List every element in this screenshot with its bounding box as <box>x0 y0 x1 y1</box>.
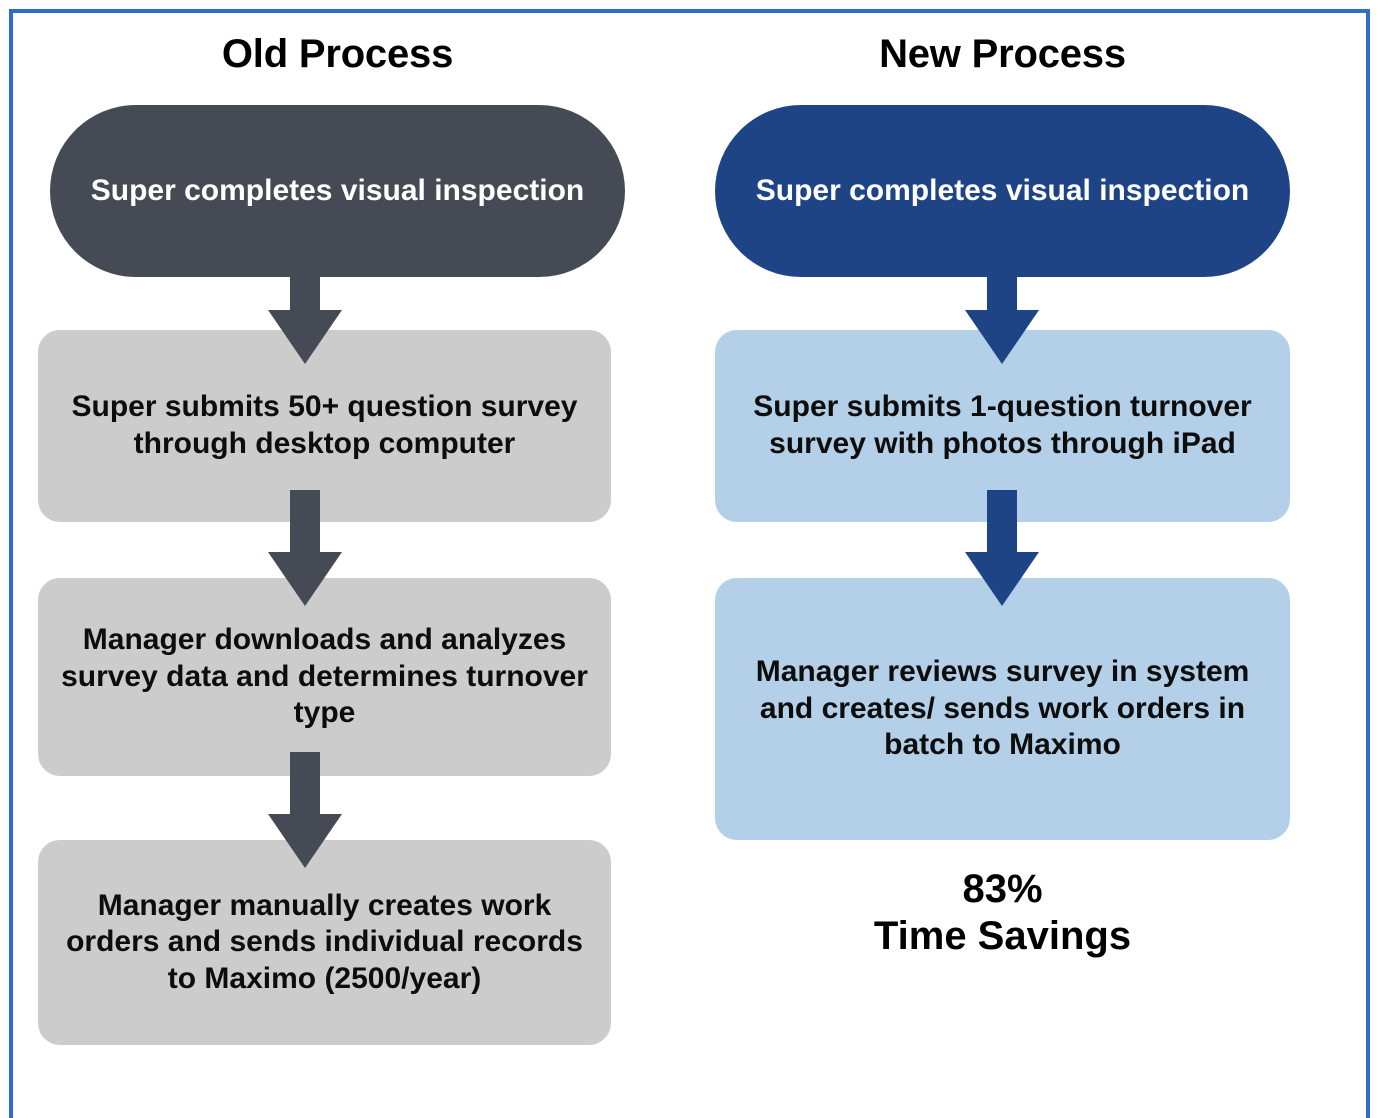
new-step-3-label: Manager reviews survey in system and cre… <box>755 655 1250 762</box>
new-step-2-label: Super submits 1-question turnover survey… <box>753 390 1252 460</box>
savings-percent: 83% <box>962 867 1043 911</box>
old-step-4-box: Manager manually creates work orders and… <box>38 840 611 1045</box>
savings-label: Time Savings <box>873 914 1132 959</box>
arrow-old-3-to-4 <box>268 752 342 868</box>
column-title-new-process: New Process <box>879 32 1126 76</box>
arrow-old-1-to-2 <box>268 248 342 364</box>
new-step-1-box: Super completes visual inspection <box>715 105 1290 277</box>
arrow-new-2-to-3 <box>965 490 1039 606</box>
column-title-old-process: Old Process <box>221 32 454 76</box>
old-step-1-label: Super completes visual inspection <box>90 173 585 207</box>
old-step-2-box: Super submits 50+ question survey throug… <box>38 330 611 522</box>
old-step-2-label: Super submits 50+ question survey throug… <box>71 390 578 460</box>
new-step-1-label: Super completes visual inspection <box>755 173 1250 207</box>
arrow-old-2-to-3 <box>268 490 342 606</box>
new-step-3-box: Manager reviews survey in system and cre… <box>715 578 1290 840</box>
time-savings-callout: 83% Time Savings <box>715 866 1290 960</box>
old-step-1-box: Super completes visual inspection <box>50 105 625 277</box>
old-step-3-label: Manager downloads and analyzes survey da… <box>61 623 588 730</box>
arrow-new-1-to-2 <box>965 248 1039 364</box>
old-step-3-box: Manager downloads and analyzes survey da… <box>38 578 611 776</box>
old-step-4-label: Manager manually creates work orders and… <box>66 888 583 995</box>
